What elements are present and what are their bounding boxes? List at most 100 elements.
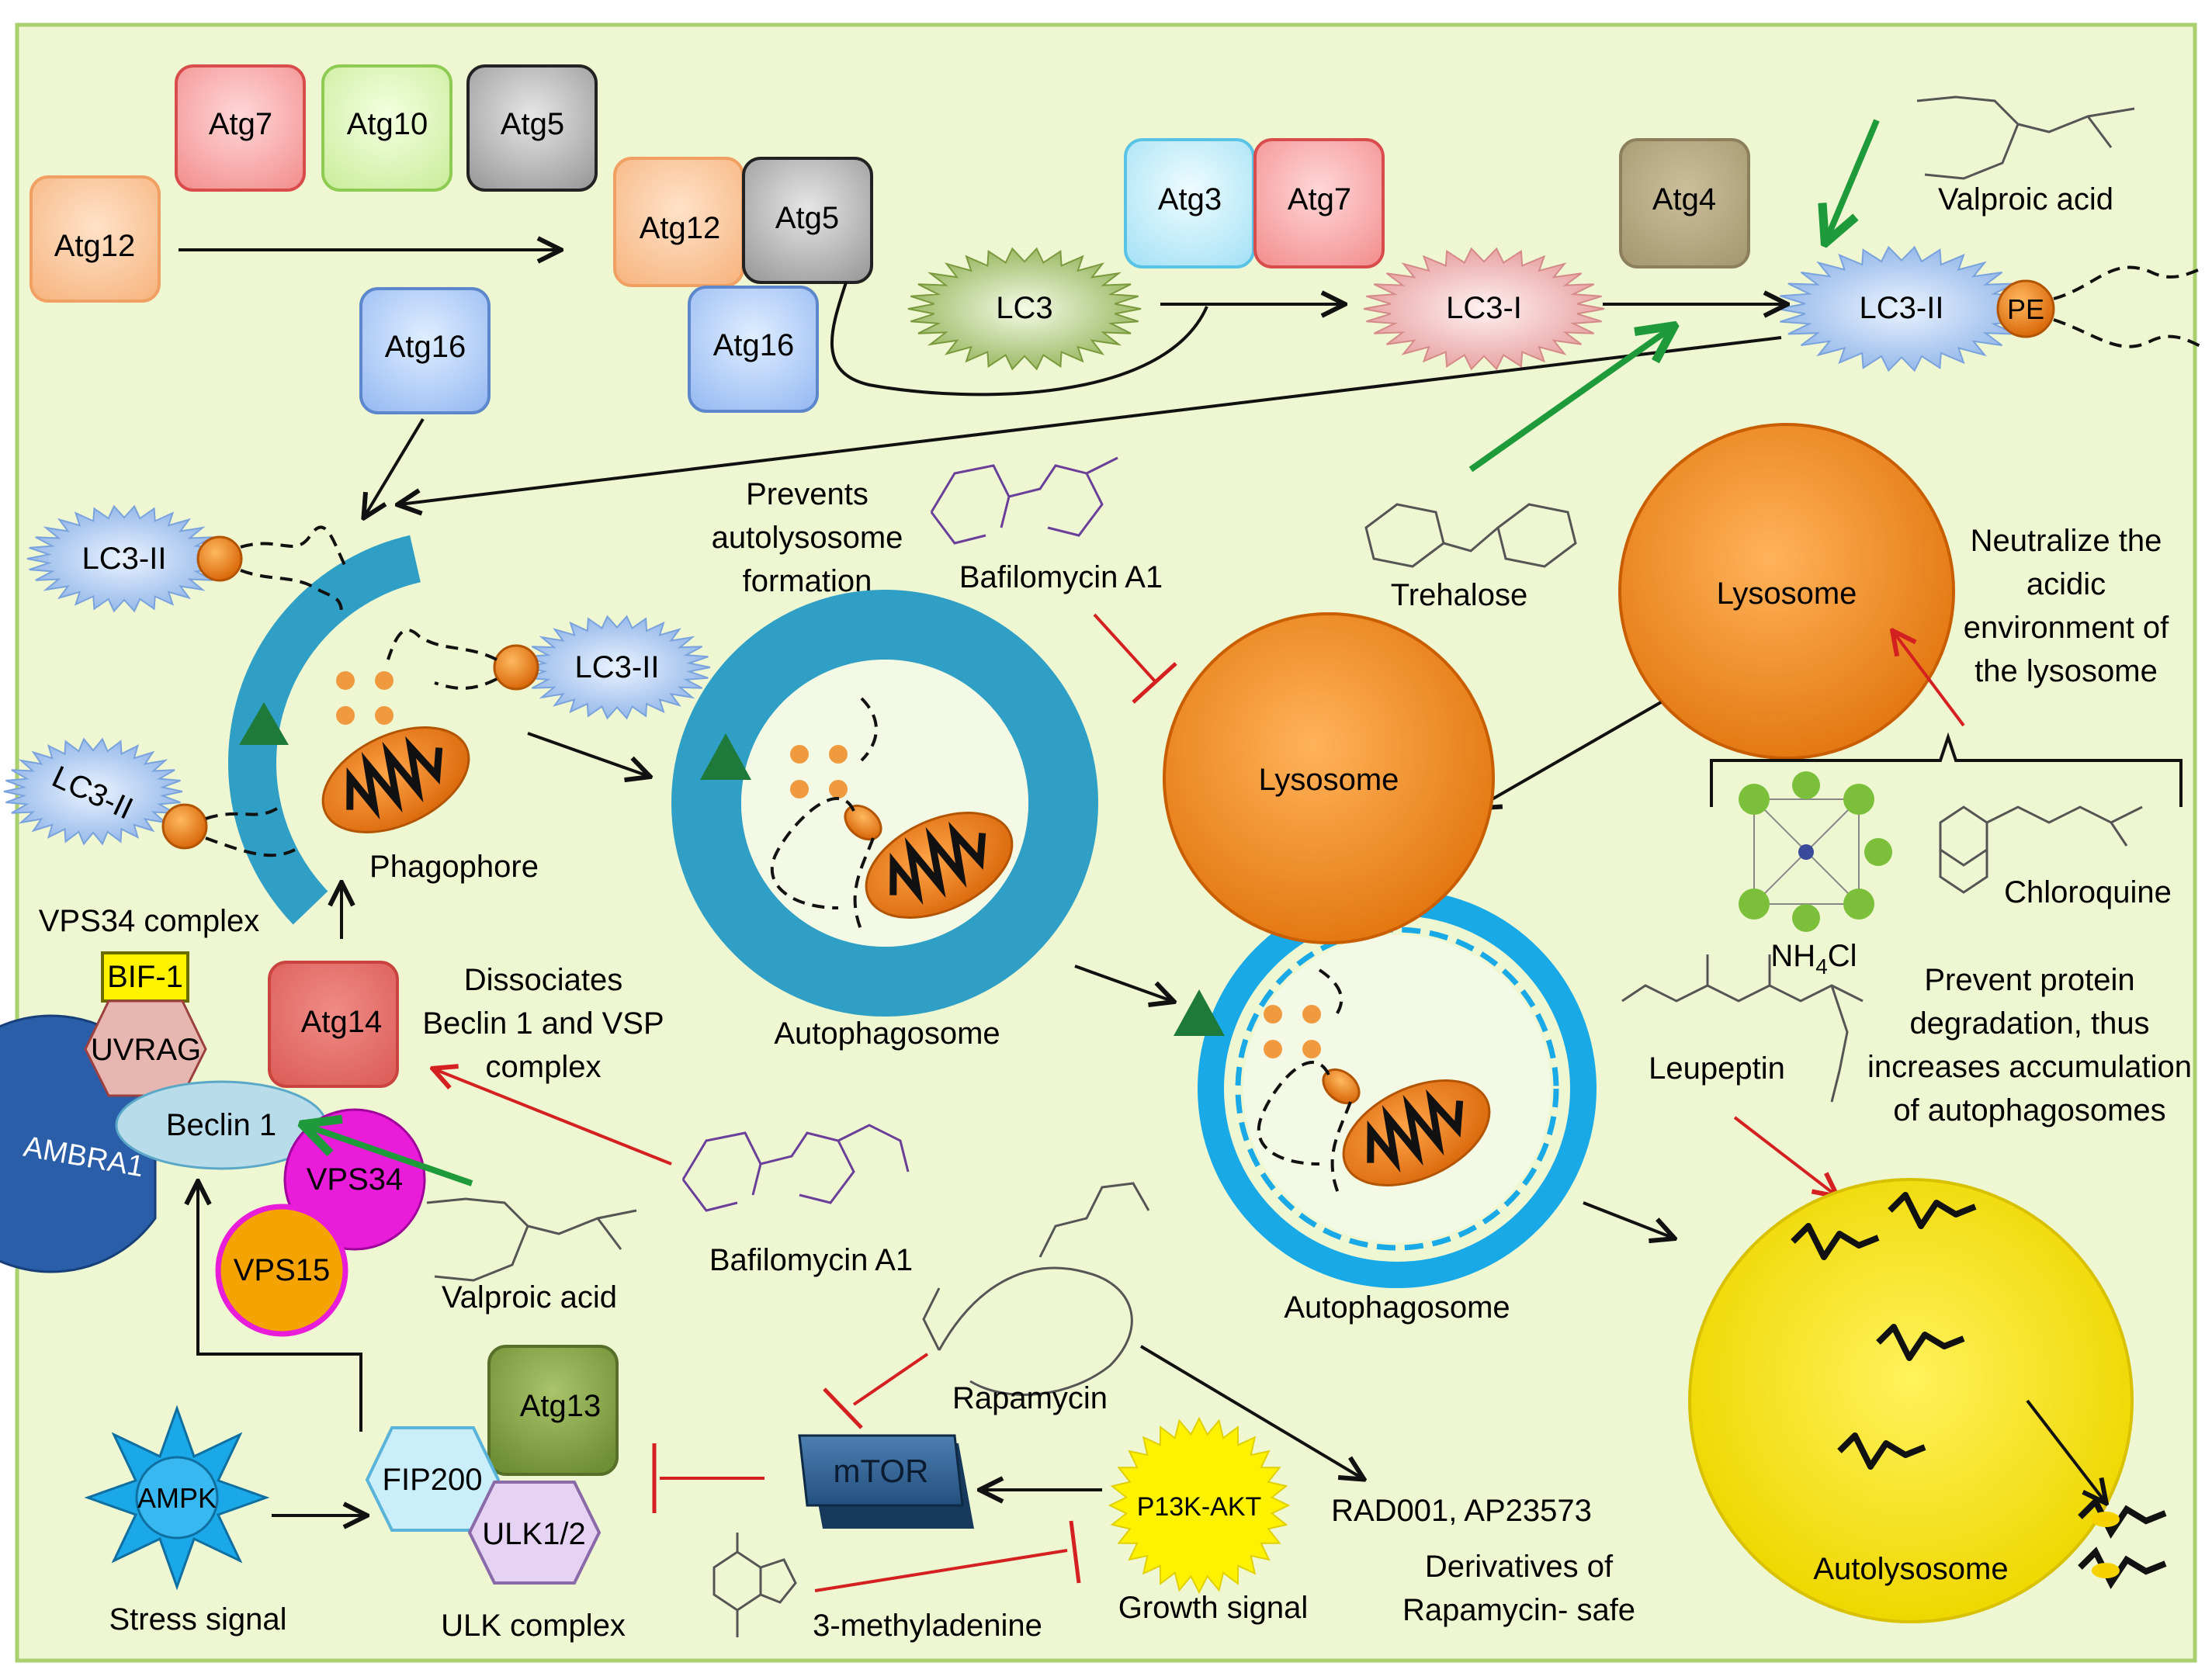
dissociates-text: Dissociates Beclin 1 and VSP complex [422,963,664,1084]
atg7-mid-box: Atg7 [1253,138,1385,268]
bafilomycin-inhibit-line-top [1093,613,1158,684]
autophagosome-right-lipid-tails [1257,968,1352,1196]
autolysosome-exit-arrow [2026,1399,2105,1502]
autophagosome-cargo-dots [790,745,848,798]
bif1-box: BIF-1 [101,951,189,1003]
trehalose-label: Trehalose [1391,578,1527,612]
phagophore-cargo-dots [336,671,394,725]
methyladenine-inhibit-bar [1069,1520,1081,1584]
lc3-label: LC3 [996,291,1052,325]
atg4-box: Atg4 [1619,138,1750,268]
bafilomycin-bottom-label: Bafilomycin A1 [709,1243,913,1277]
lc3-ii-right-label: LC3-II [575,650,660,684]
prevents-autolysosome-text: Prevents autolysosome formation [712,477,903,598]
vps34-complex-label: VPS34 complex [39,904,260,938]
beclin1-ellipse: Beclin 1 [115,1080,328,1170]
lc3-ii-pe-ball-1 [196,535,243,582]
svg-text:degradation, thus: degradation, thus [1909,1006,2149,1041]
trehalose-activate-arrow [1468,330,1669,473]
methyladenine-label: 3-methyladenine [813,1609,1042,1643]
svg-text:P13K-AKT: P13K-AKT [1137,1492,1262,1522]
chloroquine-structure [1939,805,2143,894]
phagophore-lipid-tails [205,525,498,857]
svg-text:Lysosome: Lysosome [1717,577,1857,611]
degraded-cargo-squiggles [1791,1192,1977,1470]
lysosome-fusing: Lysosome [1163,612,1495,944]
svg-text:autolysosome: autolysosome [712,521,903,555]
autophagosome-right-label: Autophagosome [1284,1290,1510,1325]
valproic-activate-arrow-top [1828,119,1880,237]
ulk12-hexagon: ULK1/2 [467,1481,602,1585]
rapamycin-to-derivatives-arrow [1139,1345,1362,1478]
atg16-left-box: Atg16 [359,287,491,414]
chloroquine-label: Chloroquine [2004,875,2172,909]
vps15-circle: VPS15 [215,1204,348,1337]
pi3k-akt-sun: P13K-AKT [1108,1416,1291,1595]
growth-signal-label: Growth signal [1118,1591,1309,1625]
leupeptin-structure [1621,954,1864,1103]
valproic-acid-structure-top [1916,95,2135,180]
lc3ii-to-phagophore-arrow [400,336,1782,504]
autophagosome-to-autolysosome-arrow [1583,1201,1673,1238]
phagophore-triangle-marker [239,702,289,745]
atg10-box: Atg10 [321,64,452,192]
svg-text:Atg5: Atg5 [501,107,564,141]
ulk-complex-label: ULK complex [441,1609,626,1643]
methyladenine-inhibit-line [814,1549,1068,1592]
lc3-ii-left-top-label: LC3-II [82,542,167,576]
autophagosome-right-triangle-marker [1174,989,1225,1036]
svg-text:BIF-1: BIF-1 [107,960,183,994]
svg-text:Beclin 1 and VSP: Beclin 1 and VSP [422,1006,664,1041]
svg-text:mTOR: mTOR [834,1453,929,1489]
svg-text:Lysosome: Lysosome [1259,763,1399,797]
svg-text:VPS15: VPS15 [234,1253,331,1287]
lc3-i-burst [1363,247,1605,371]
mtor-block: mTOR [798,1434,974,1529]
rapamycin-inhibit-line [852,1353,929,1406]
bafilomycin-structure-top [930,456,1118,545]
svg-text:complex: complex [486,1050,602,1084]
ulk-to-beclin-arrow [198,1183,362,1432]
autophagosome-middle [671,590,1098,1017]
atg3-box: Atg3 [1124,138,1255,268]
nh4cl-label: NH4Cl [1770,939,1857,979]
valproic-acid-top-label: Valproic acid [1938,182,2113,216]
autolysosome-label: Autolysosome [1813,1552,2008,1586]
lysosome-to-lysosome-arrow [1479,701,1662,807]
rapamycin-inhibit-bar [823,1387,863,1429]
svg-text:Dissociates: Dissociates [464,963,623,997]
lc3-ii-pe-ball-2 [493,644,539,691]
autophagosome-triangle-marker [700,733,751,780]
pe-lipid-tail-1 [2053,265,2205,300]
uvrag-hexagon: UVRAG [84,999,207,1097]
autophagosome-pe-ball [844,804,882,841]
svg-text:PE: PE [2007,293,2044,325]
autolysosome [1688,1178,2134,1623]
svg-text:Atg13: Atg13 [520,1389,602,1423]
svg-text:Atg12: Atg12 [640,211,721,245]
svg-text:of autophagosomes: of autophagosomes [1893,1093,2165,1127]
phagophore-membrane [228,535,421,925]
rapamycin-label: Rapamycin [952,1381,1108,1415]
valproic-acid-structure-bottom [426,1197,637,1282]
atg5-complex-box: Atg5 [742,157,873,284]
derivatives-text: Derivatives of Rapamycin- safe [1402,1550,1635,1627]
atg16-complex-box: Atg16 [688,286,819,413]
trehalose-structure [1364,503,1577,568]
methyladenine-structure [712,1533,797,1637]
lc3-ii-pe-ball-3 [161,803,208,850]
svg-text:Atg16: Atg16 [713,328,795,362]
atg12-complex-box: Atg12 [613,157,744,287]
svg-text:Atg7: Atg7 [209,107,272,141]
autophagosome-right-cargo-dots [1264,1005,1321,1058]
rapamycin-structure [922,1182,1150,1396]
autophagosome-middle-label: Autophagosome [774,1017,1000,1051]
svg-text:Beclin 1: Beclin 1 [166,1108,276,1142]
svg-text:Atg16: Atg16 [385,330,466,364]
nh4cl-structure [1739,771,1892,932]
atg7-top-box: Atg7 [175,64,306,192]
atg5-top-box: Atg5 [466,64,598,192]
svg-text:Atg12: Atg12 [54,229,136,263]
leupeptin-arrow [1733,1116,1836,1195]
